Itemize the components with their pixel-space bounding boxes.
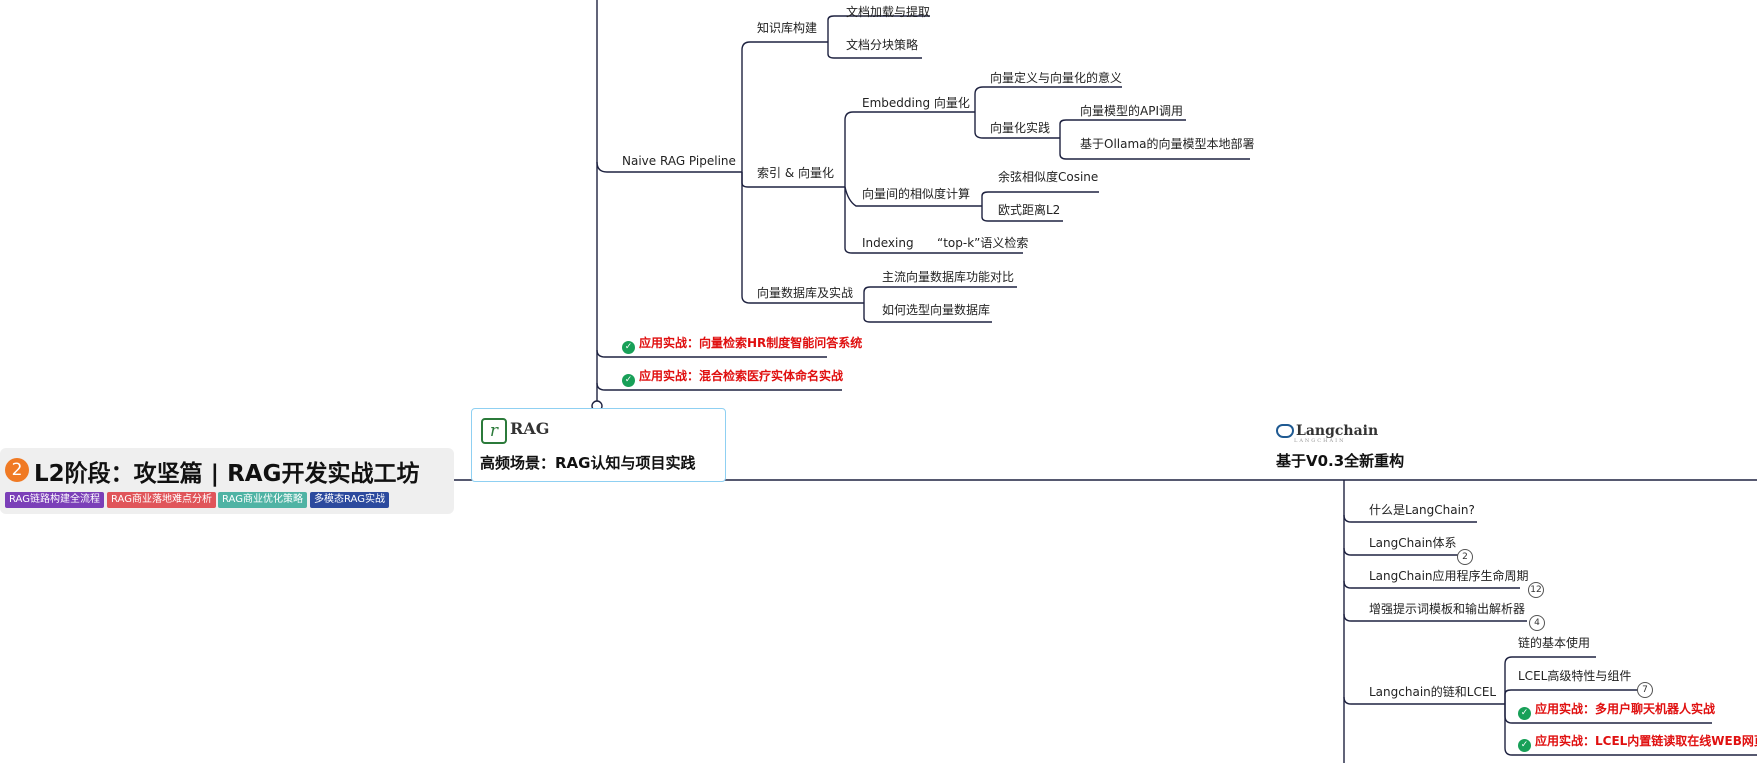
node-indexing[interactable]: Indexing (862, 236, 914, 250)
langchain-topic-title[interactable]: 基于V0.3全新重构 (1276, 452, 1405, 470)
node-topk-search[interactable]: “top-k”语义检索 (937, 236, 1029, 250)
node-app-web-reader[interactable]: ✓ 应用实战：LCEL内置链读取在线WEB网页 (1518, 734, 1757, 752)
node-embedding[interactable]: Embedding 向量化 (862, 96, 970, 110)
node-langchain-system[interactable]: LangChain体系 (1369, 536, 1457, 550)
check-circle-icon: ✓ (1518, 739, 1531, 752)
collapsed-count-badge[interactable]: 4 (1529, 615, 1545, 631)
node-app-hr-qa[interactable]: ✓ 应用实战：向量检索HR制度智能问答系统 (622, 336, 862, 354)
node-vector-practice[interactable]: 向量化实践 (990, 121, 1051, 135)
node-doc-load[interactable]: 文档加载与提取 (846, 5, 931, 19)
app-medical-ner-label: 应用实战：混合检索医疗实体命名实战 (639, 369, 844, 383)
node-similarity[interactable]: 向量间的相似度计算 (862, 187, 971, 201)
parrot-icon (1276, 424, 1294, 438)
tag-multimodal-rag: 多模态RAG实战 (310, 492, 389, 508)
node-vector-definition[interactable]: 向量定义与向量化的意义 (990, 71, 1123, 85)
rag-logo-icon: r (481, 418, 507, 444)
node-app-medical-ner[interactable]: ✓ 应用实战：混合检索医疗实体命名实战 (622, 369, 843, 387)
node-prompt-parser[interactable]: 增强提示词模板和输出解析器 (1369, 602, 1526, 616)
collapsed-count-badge[interactable]: 2 (1457, 549, 1473, 565)
collapsed-count-badge[interactable]: 12 (1528, 582, 1544, 598)
tag-rag-difficulty: RAG商业落地难点分析 (107, 492, 216, 508)
node-euclidean[interactable]: 欧式距离L2 (998, 203, 1061, 217)
node-cosine[interactable]: 余弦相似度Cosine (998, 170, 1099, 184)
langchain-logo-text: Langchain (1296, 423, 1379, 439)
collapsed-count-badge[interactable]: 7 (1637, 682, 1653, 698)
langchain-logo-subtext: LANGCHAIN (1294, 438, 1346, 444)
rag-topic-node[interactable]: r RAG 高频场景：RAG认知与项目实践 (471, 408, 726, 482)
tag-rag-optimization: RAG商业优化策略 (218, 492, 307, 508)
node-lcel-advanced[interactable]: LCEL高级特性与组件 (1518, 669, 1632, 683)
langchain-logo: Langchain LANGCHAIN (1276, 423, 1379, 444)
app-web-reader-label: 应用实战：LCEL内置链读取在线WEB网页 (1535, 734, 1757, 748)
app-chatbot-label: 应用实战：多用户聊天机器人实战 (1535, 702, 1716, 716)
check-circle-icon: ✓ (622, 374, 635, 387)
node-naive-rag-pipeline[interactable]: Naive RAG Pipeline (622, 154, 736, 168)
node-kb-build[interactable]: 知识库构建 (757, 21, 818, 35)
app-hr-qa-label: 应用实战：向量检索HR制度智能问答系统 (639, 336, 863, 350)
stage-number-badge: 2 (5, 458, 29, 482)
check-circle-icon: ✓ (1518, 707, 1531, 720)
node-vector-ollama[interactable]: 基于Ollama的向量模型本地部署 (1080, 137, 1255, 151)
tag-rag-pipeline: RAG链路构建全流程 (5, 492, 104, 508)
root-node[interactable]: 2 L2阶段：攻坚篇 | RAG开发实战工坊 RAG链路构建全流程 RAG商业落… (0, 448, 454, 514)
node-chain-lcel[interactable]: Langchain的链和LCEL (1369, 685, 1497, 699)
node-app-chatbot[interactable]: ✓ 应用实战：多用户聊天机器人实战 (1518, 702, 1715, 720)
node-vector-api[interactable]: 向量模型的API调用 (1080, 104, 1183, 118)
node-doc-chunk[interactable]: 文档分块策略 (846, 38, 919, 52)
node-what-is-langchain[interactable]: 什么是LangChain? (1369, 503, 1475, 517)
node-vdb-select[interactable]: 如何选型向量数据库 (882, 303, 991, 317)
check-circle-icon: ✓ (622, 341, 635, 354)
node-index-vectorize[interactable]: 索引 & 向量化 (757, 166, 834, 180)
root-title: L2阶段：攻坚篇 | RAG开发实战工坊 (34, 461, 420, 487)
node-vdb-compare[interactable]: 主流向量数据库功能对比 (882, 270, 1015, 284)
rag-logo-text: RAG (510, 419, 550, 438)
node-vector-db[interactable]: 向量数据库及实战 (757, 286, 854, 300)
rag-topic-title: 高频场景：RAG认知与项目实践 (480, 454, 696, 472)
node-app-lifecycle[interactable]: LangChain应用程序生命周期 (1369, 569, 1529, 583)
node-chain-basic[interactable]: 链的基本使用 (1518, 636, 1591, 650)
